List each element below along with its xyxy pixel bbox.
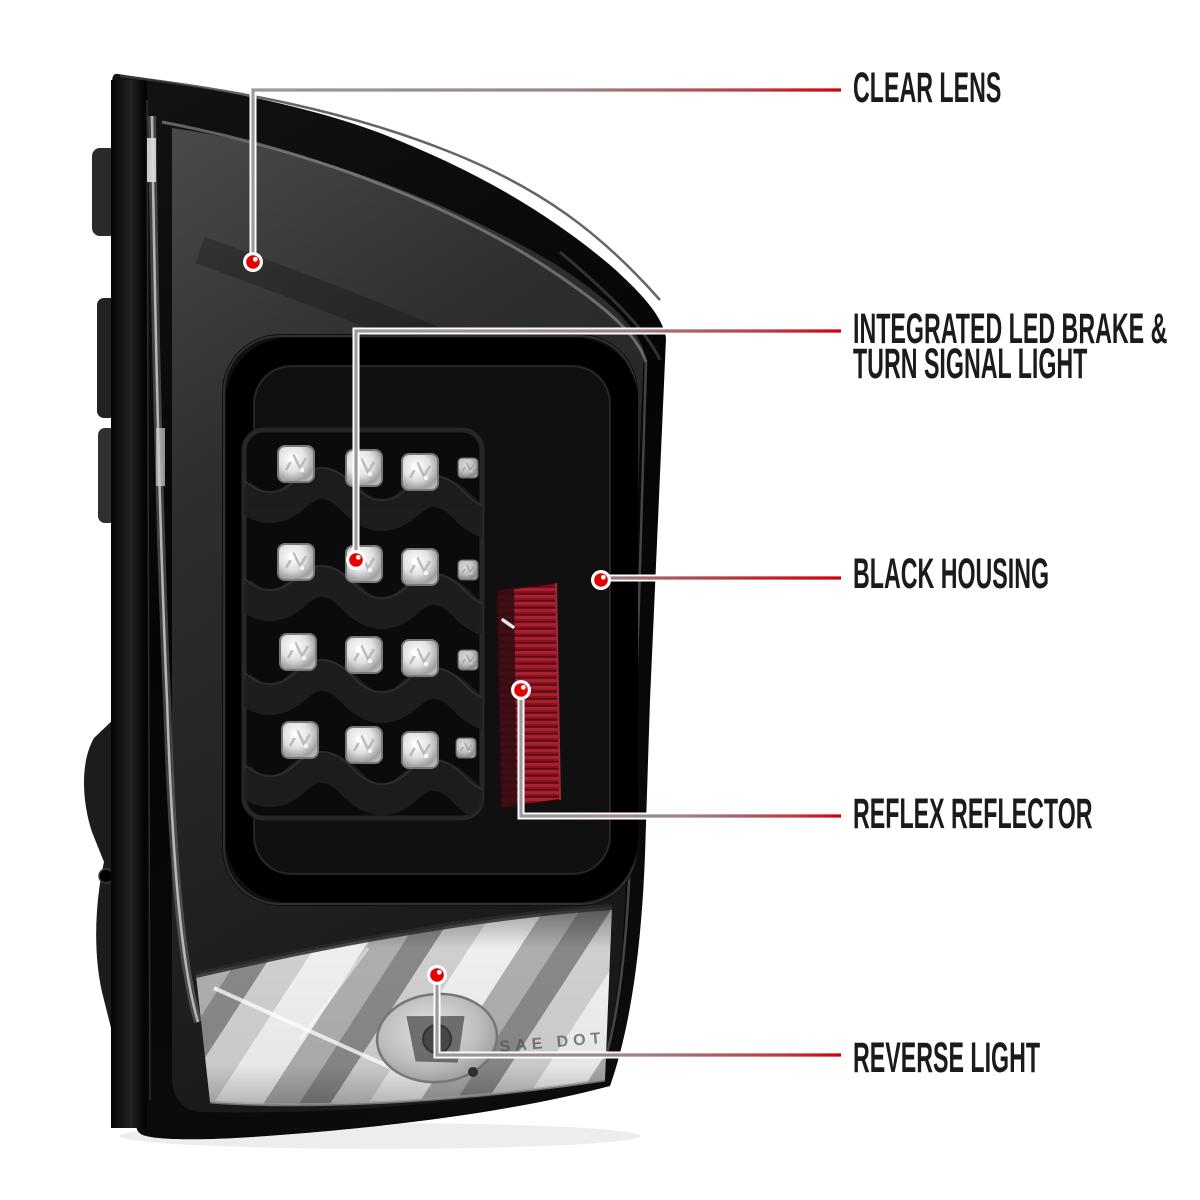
callout-label-line: CLEAR LENS — [853, 64, 1002, 112]
callout-label-line: INTEGRATED LED BRAKE & — [853, 305, 1168, 353]
callout-label-integrated-led-brake-turn-signal-light: INTEGRATED LED BRAKE & TURN SIGNAL LIGHT — [853, 305, 1168, 388]
led-unit — [222, 334, 638, 906]
callout-dot-black-housing — [591, 570, 611, 590]
callout-line-reflex-reflector — [517, 690, 841, 820]
callout-dot-reverse-light — [427, 965, 447, 985]
callout-label-reverse-light: REVERSE LIGHT — [853, 1034, 1041, 1082]
callout-label-reflex-reflector: REFLEX REFLECTOR — [853, 790, 1093, 838]
callout-label-line: REFLEX REFLECTOR — [853, 790, 1093, 838]
callout-dots — [243, 252, 611, 985]
callout-label-clear-lens: CLEAR LENS — [853, 64, 1002, 112]
callout-lines — [249, 86, 841, 1059]
callout-line-clear-lens — [249, 86, 841, 262]
callout-line-reverse-light — [433, 975, 841, 1059]
callout-label-line: BLACK HOUSING — [853, 550, 1050, 598]
callout-dot-integrated-led — [346, 550, 366, 570]
callout-label-line: TURN SIGNAL LIGHT — [853, 340, 1088, 388]
callout-label-line: REVERSE LIGHT — [853, 1034, 1041, 1082]
callout-line-integrated-led — [352, 327, 841, 560]
callout-label-black-housing: BLACK HOUSING — [853, 550, 1050, 598]
callout-dot-clear-lens — [243, 252, 263, 272]
led-fins — [244, 466, 482, 818]
callout-dot-reflex-reflector — [511, 680, 531, 700]
